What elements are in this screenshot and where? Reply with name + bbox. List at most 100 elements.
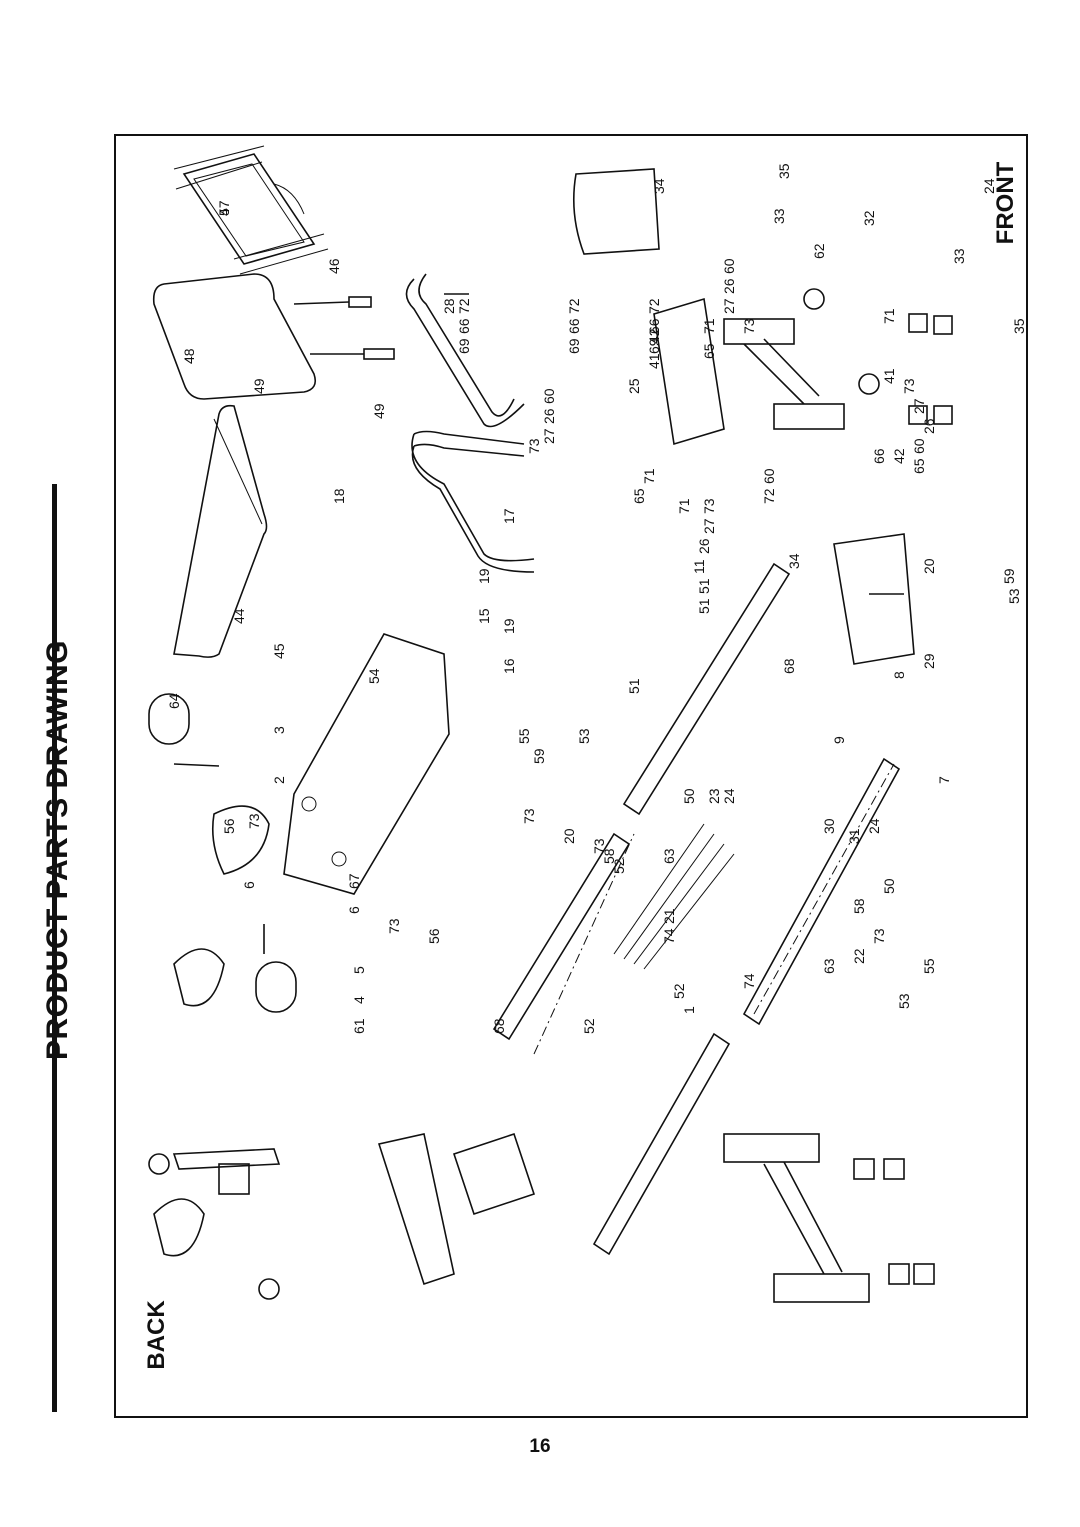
part-callout-53: 53 [576,728,592,744]
part-callout-64: 64 [166,693,182,709]
part-callout-50: 50 [681,788,697,804]
part-callout-33: 33 [951,248,967,264]
part-callout-73: 73 [246,813,262,829]
part-callout-4: 4 [351,996,367,1004]
part-callout-32: 32 [861,210,877,226]
part-callout-63: 63 [821,958,837,974]
part-callout-17: 17 [501,508,517,524]
bench-plate-14 [377,1133,455,1286]
part-callout-69: 69 [646,338,662,354]
page-title: PRODUCT PARTS DRAWING [41,640,74,1060]
part-callout-68: 68 [491,1018,507,1034]
platform-25 [283,633,450,895]
part-callout-24: 24 [981,178,997,194]
part-callout-15: 15 [476,608,492,624]
part-callout-25: 25 [626,378,642,394]
seat-pad-44 [572,168,660,255]
part-callout-2: 2 [271,776,287,784]
part-callout-26: 26 [696,538,712,554]
part-callout-73: 73 [701,498,717,514]
part-callout-54: 54 [366,668,382,684]
part-callout-44: 44 [231,608,247,624]
part-callout-33: 33 [771,208,787,224]
handle-18 [405,273,525,428]
part-callout-60: 60 [721,258,737,274]
part-callout-18: 18 [331,488,347,504]
part-callout-35: 35 [1011,318,1027,334]
part-callout-69: 69 [456,338,472,354]
title-underline [52,484,57,1412]
rear-bracket-12 [452,1132,536,1216]
part-callout-73: 73 [741,318,757,334]
part-callout-7: 7 [936,776,952,784]
part-callout-72: 72 [646,298,662,314]
part-callout-19: 19 [501,618,517,634]
part-callout-65: 65 [701,343,717,359]
part-callout-34: 34 [786,553,802,569]
part-callout-74: 74 [661,928,677,944]
part-callout-26: 26 [541,408,557,424]
part-callout-3: 3 [271,726,287,734]
part-callout-52: 52 [611,858,627,874]
rear-leg-13 [723,1133,935,1303]
part-callout-24: 24 [721,788,737,804]
part-callout-26: 26 [721,278,737,294]
part-callout-27: 27 [721,298,737,314]
part-callout-67: 67 [346,873,362,889]
resistance-cords [613,823,735,970]
part-callout-73: 73 [871,928,887,944]
part-callout-56: 56 [426,928,442,944]
part-callout-27: 27 [911,398,927,414]
part-callout-11: 11 [691,559,707,574]
part-callout-49: 49 [371,403,387,419]
part-callout-66: 66 [456,318,472,334]
part-callout-4: 4 [181,356,197,364]
part-callout-8: 8 [891,671,907,679]
part-callout-72: 72 [456,298,472,314]
part-callout-66: 66 [871,448,887,464]
part-callout-55: 55 [516,728,532,744]
part-callout-59: 59 [1001,568,1017,584]
part-callout-46: 46 [326,258,342,274]
part-callout-5: 5 [351,966,367,974]
part-callout-26: 26 [921,418,937,434]
part-callout-27: 27 [701,518,717,534]
part-callout-63: 63 [661,848,677,864]
part-callout-47: 47 [216,200,232,216]
axle-33 [173,763,265,954]
part-callout-29: 29 [921,653,937,669]
part-callout-65: 65 [631,488,647,504]
part-callout-72: 72 [761,488,777,504]
frame-rails [492,562,901,1256]
part-callout-35: 35 [776,163,792,179]
part-callout-21: 21 [661,908,677,924]
part-callout-59: 59 [531,748,547,764]
part-callout-20: 20 [561,828,577,844]
part-callout-51: 51 [626,678,642,694]
part-callout-9: 9 [831,736,847,744]
part-callout-5: 5 [216,208,232,216]
drawing-frame [114,134,1028,1418]
part-callout-69: 69 [566,338,582,354]
part-callout-71: 71 [701,318,717,334]
part-callout-1: 1 [681,1006,697,1014]
front-leg-assembly [653,288,953,446]
part-callout-28: 28 [441,298,457,314]
part-callout-51: 51 [696,578,712,594]
part-callout-30: 30 [821,818,837,834]
part-callout-53: 53 [1006,588,1022,604]
part-callout-71: 71 [881,308,897,324]
trampoline-mat [173,145,329,275]
part-callout-73: 73 [591,838,607,854]
part-callout-6: 6 [346,906,362,914]
part-callout-62: 62 [811,243,827,259]
part-callout-55: 55 [921,958,937,974]
part-callout-74: 74 [741,973,757,989]
bar-frame [152,273,395,400]
part-callout-23: 23 [706,788,722,804]
part-callout-60: 60 [541,388,557,404]
part-callout-50: 50 [881,878,897,894]
part-callout-49: 49 [251,378,267,394]
